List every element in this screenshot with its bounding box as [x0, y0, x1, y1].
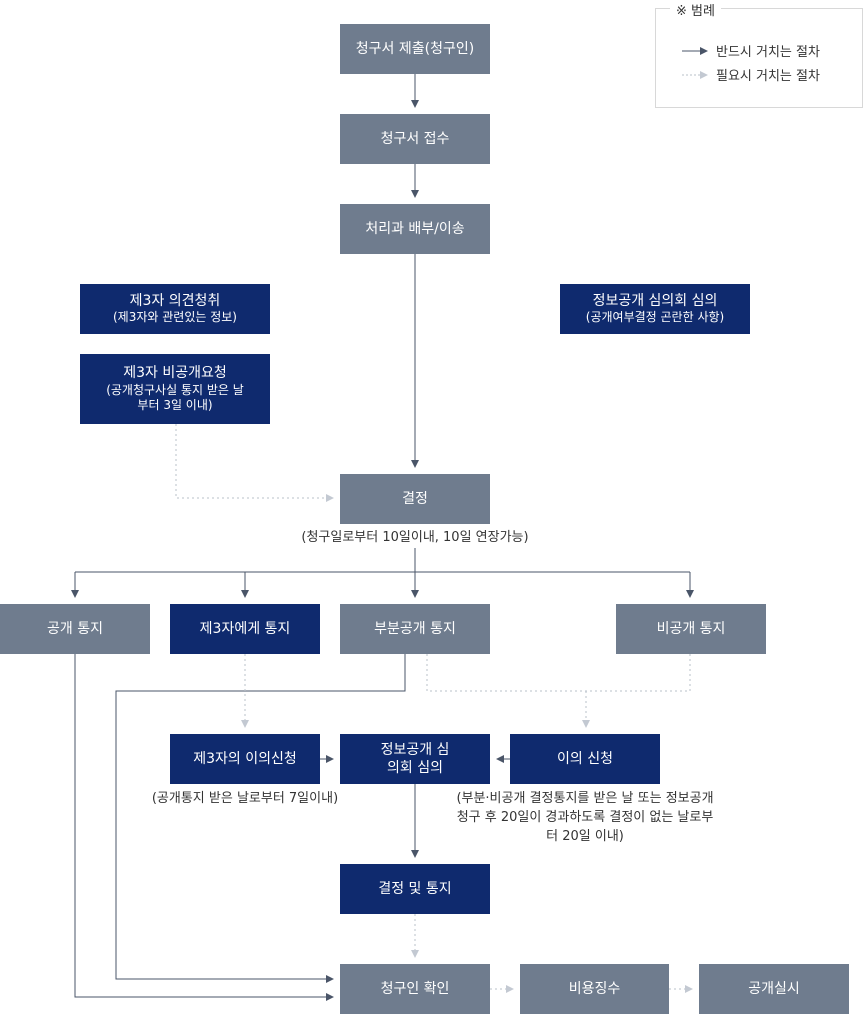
node-decision-notice-label: 결정 및 통지	[378, 880, 452, 897]
node-third-nondisclosure-sub: (공개청구사실 통지 받은 날부터 3일 이내)	[106, 382, 244, 413]
node-third-nondisclosure: 제3자 비공개요청 (공개청구사실 통지 받은 날부터 3일 이내)	[80, 354, 270, 424]
node-transfer: 처리과 배부/이송	[340, 204, 490, 254]
node-decision: 결정	[340, 474, 490, 524]
node-fee: 비용징수	[520, 964, 669, 1014]
node-third-objection: 제3자의 이의신청	[170, 734, 320, 784]
legend-dotted-label: 필요시 거치는 절차	[716, 69, 820, 84]
node-execution: 공개실시	[699, 964, 849, 1014]
node-third-opinion: 제3자 의견청취 (제3자와 관련있는 정보)	[80, 284, 270, 334]
node-objection-label: 이의 신청	[557, 750, 613, 767]
node-committee-review-title: 정보공개 심의회 심의	[592, 293, 718, 310]
node-decision-notice: 결정 및 통지	[340, 864, 490, 914]
node-fee-label: 비용징수	[568, 980, 621, 997]
decision-note: (청구일로부터 10일이내, 10일 연장가능)	[301, 530, 529, 545]
node-committee-review: 정보공개 심의회 심의 (공개여부결정 곤란한 사항)	[560, 284, 750, 334]
node-confirm: 청구인 확인	[340, 964, 490, 1014]
node-third-opinion-sub: (제3자와 관련있는 정보)	[113, 310, 237, 325]
legend-title: ※ 범례	[670, 0, 721, 19]
node-committee-review-sub: (공개여부결정 곤란한 사항)	[585, 310, 725, 325]
node-transfer-label: 처리과 배부/이송	[365, 220, 465, 237]
node-confirm-label: 청구인 확인	[380, 980, 450, 997]
solid-arrow-icon	[682, 46, 708, 55]
dotted-arrow-icon	[682, 70, 708, 79]
node-nondisclosure-notice: 비공개 통지	[616, 604, 766, 654]
legend: ※ 범례 반드시 거치는 절차 필요시 거치는 절차	[655, 0, 863, 108]
node-third-nondisclosure-title: 제3자 비공개요청	[123, 365, 227, 382]
legend-solid-label: 반드시 거치는 절차	[716, 45, 820, 60]
node-execution-label: 공개실시	[748, 980, 800, 997]
node-disclosure-notice-label: 공개 통지	[47, 620, 103, 637]
node-disclosure-notice: 공개 통지	[0, 604, 150, 654]
node-decision-label: 결정	[402, 490, 428, 507]
node-nondisclosure-notice-label: 비공개 통지	[656, 620, 726, 637]
node-third-notice-label: 제3자에게 통지	[199, 620, 291, 637]
objection-note: (부분·비공개 결정통지를 받은 날 또는 정보공개 청구 후 20일이 경과하…	[456, 791, 714, 844]
legend-solid-row: 반드시 거치는 절차	[682, 41, 820, 60]
node-committee-deliberation: 정보공개 심의회 심의	[340, 734, 490, 784]
node-receipt-label: 청구서 접수	[380, 130, 450, 147]
third-objection-note: (공개통지 받은 날로부터 7일이내)	[151, 791, 339, 806]
node-third-objection-label: 제3자의 이의신청	[193, 750, 297, 767]
node-third-opinion-title: 제3자 의견청취	[129, 293, 221, 310]
node-submit-label: 청구서 제출(청구인)	[355, 40, 475, 57]
node-submit: 청구서 제출(청구인)	[340, 24, 490, 74]
node-third-notice: 제3자에게 통지	[170, 604, 320, 654]
node-committee-deliberation-label: 정보공개 심의회 심의	[380, 741, 450, 776]
node-partial-notice-label: 부분공개 통지	[374, 620, 456, 637]
node-partial-notice: 부분공개 통지	[340, 604, 490, 654]
node-objection: 이의 신청	[510, 734, 660, 784]
legend-dotted-row: 필요시 거치는 절차	[682, 65, 820, 84]
node-receipt: 청구서 접수	[340, 114, 490, 164]
